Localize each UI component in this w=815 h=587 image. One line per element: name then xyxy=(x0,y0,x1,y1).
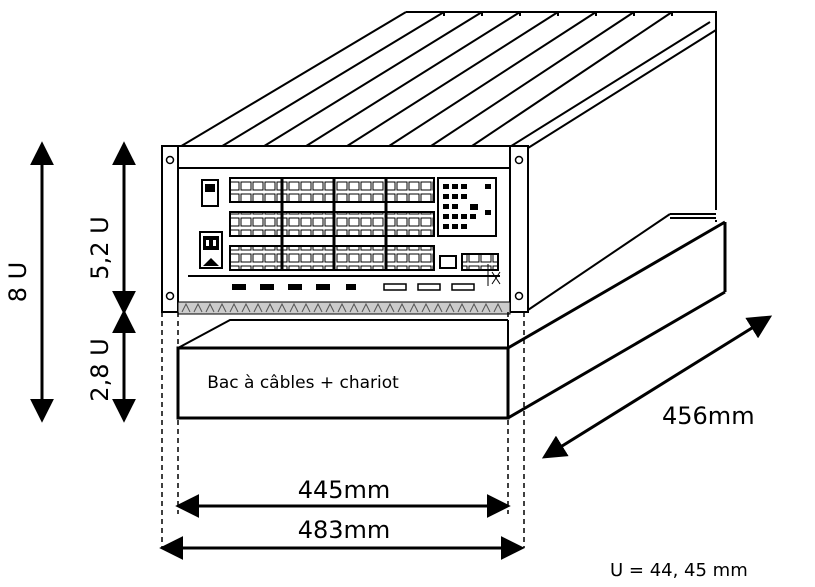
led-icon xyxy=(316,284,330,290)
rack-ear-left xyxy=(161,145,179,313)
switch-front-panel xyxy=(161,145,529,315)
tray-label: Bac à câbles + chariot xyxy=(207,373,399,393)
rack-ear-right xyxy=(509,145,529,313)
uplink-port xyxy=(439,255,457,269)
led-icon xyxy=(260,284,274,290)
led-icon xyxy=(232,284,246,290)
rack-enclosure-outline xyxy=(177,11,717,311)
serial-port-icon xyxy=(417,283,441,291)
uplink-port xyxy=(461,253,499,271)
height-total-label: 8 U xyxy=(4,262,32,302)
screw-hole-icon xyxy=(165,291,175,301)
status-led-panel xyxy=(437,177,497,237)
guide-lines xyxy=(161,312,525,548)
screw-hole-icon xyxy=(514,155,524,165)
serial-port-icon xyxy=(451,283,475,291)
led-icon xyxy=(288,284,302,290)
power-switch-icon xyxy=(201,179,219,207)
height-tray-label: 2,8 U xyxy=(86,338,114,401)
led-icon xyxy=(346,284,356,290)
depth-label: 456mm xyxy=(662,402,755,430)
inner-width-label: 445mm xyxy=(298,476,391,504)
serial-port-icon xyxy=(383,283,407,291)
port-banks xyxy=(229,177,435,271)
depth-arrow xyxy=(541,315,773,459)
screw-hole-icon xyxy=(165,155,175,165)
outer-width-label: 483mm xyxy=(298,516,391,544)
screw-hole-icon xyxy=(514,291,524,301)
height-switch-label: 5,2 U xyxy=(86,216,114,279)
unit-note: U = 44, 45 mm xyxy=(610,560,748,581)
